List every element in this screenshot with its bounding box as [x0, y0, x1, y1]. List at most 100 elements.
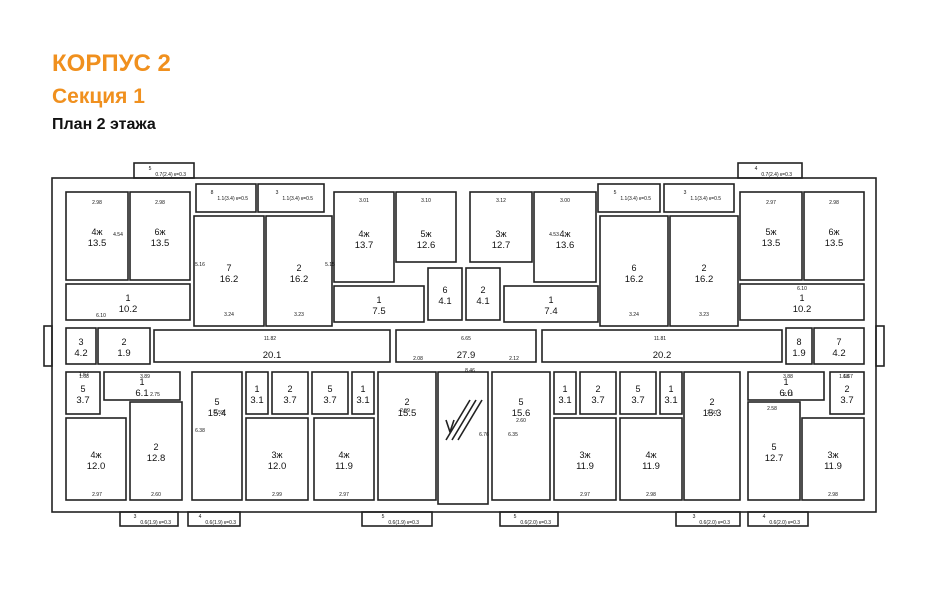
- balcony-coefficient: к=0.3: [718, 520, 730, 526]
- balcony: [747, 511, 809, 527]
- room-outline: [65, 417, 127, 501]
- corridor: [153, 329, 391, 363]
- room-outline: [395, 191, 457, 263]
- dimension-label: 6.10: [797, 286, 807, 292]
- room-outline: [683, 371, 741, 501]
- room-area: 15.3: [703, 408, 722, 419]
- room-number: 1: [783, 377, 788, 387]
- balcony-area: 0.6(1.9): [140, 520, 158, 526]
- dimension-label: 2.60: [707, 410, 717, 416]
- balcony-coefficient: к=0.3: [780, 172, 792, 178]
- room-outline: [599, 215, 669, 327]
- room-outline: [503, 285, 599, 323]
- balcony-number: 3: [276, 190, 279, 196]
- balcony: [737, 162, 803, 179]
- room-outline: [191, 371, 243, 501]
- room-number: 3ж: [495, 229, 506, 239]
- room-area: 6.0: [779, 388, 792, 399]
- balcony-area: 0.6(1.9): [388, 520, 406, 526]
- room-area: 3.7: [631, 395, 644, 406]
- balcony: [133, 162, 195, 179]
- balcony-area: 1.1(3.4): [217, 196, 235, 202]
- balcony-area: 1.1(3.4): [282, 196, 300, 202]
- room-area: 11.9: [335, 461, 353, 472]
- dimension-label: 2.59: [400, 408, 410, 414]
- room-outline: [803, 191, 865, 281]
- room-number: 8: [796, 337, 801, 347]
- balcony-coefficient: к=0.5: [709, 196, 721, 202]
- dimension-label: 6.10: [96, 313, 106, 319]
- dimension-label: 1.68: [79, 374, 89, 380]
- room-number: 1: [254, 384, 259, 394]
- room-area: 6.1: [135, 388, 148, 399]
- room-area: 11.9: [576, 461, 594, 472]
- plan-title: План 2 этажа: [52, 116, 156, 133]
- room-number: 1: [376, 295, 381, 305]
- room-area: 13.5: [825, 238, 844, 249]
- room-number: 1: [360, 384, 365, 394]
- room-outline: [465, 267, 501, 321]
- room-area: 13.6: [556, 240, 575, 251]
- room-outline: [785, 327, 813, 365]
- room-area: 3.1: [664, 395, 677, 406]
- room-number: 5ж: [420, 229, 431, 239]
- room-area: 16.2: [220, 274, 239, 285]
- room-area: 12.7: [492, 240, 511, 251]
- balcony-coefficient: к=0.3: [159, 520, 171, 526]
- room-number: 2: [701, 263, 706, 273]
- dimension-label: 3.23: [294, 312, 304, 318]
- room-area: 4.2: [74, 348, 87, 359]
- dimension-label: 2.60: [516, 418, 526, 424]
- room-outline: [271, 371, 309, 415]
- balcony-coefficient: к=0.5: [236, 196, 248, 202]
- balcony-number: 5: [149, 166, 152, 172]
- dimension-label: 2.98: [92, 200, 102, 206]
- room-outline: [533, 191, 597, 283]
- dimension-label: 5.16: [195, 262, 205, 268]
- room-area: 12.0: [268, 461, 287, 472]
- room-outline: [333, 191, 395, 283]
- room-number: 3ж: [271, 450, 282, 460]
- room-outline: [669, 215, 739, 327]
- balcony-coefficient: к=0.3: [407, 520, 419, 526]
- room-outline: [97, 327, 151, 365]
- room-number: 7: [226, 263, 231, 273]
- balcony-number: 5: [382, 514, 385, 520]
- room-area: 13.5: [762, 238, 781, 249]
- dimension-label: 2.97: [339, 492, 349, 498]
- room-area: 4.1: [438, 296, 451, 307]
- room-number: 2: [709, 397, 714, 407]
- room-outline: [619, 417, 683, 501]
- stairwell: [437, 371, 489, 505]
- dimension-label: 6.38: [195, 428, 205, 434]
- room-area: 15.5: [398, 408, 417, 419]
- room-area: 16.2: [625, 274, 644, 285]
- room-area: 16.2: [695, 274, 714, 285]
- dimension-label: 4.53: [549, 232, 559, 238]
- room-area: 12.7: [765, 453, 784, 464]
- room-area: 20.1: [263, 350, 282, 361]
- room-number: 4ж: [358, 229, 369, 239]
- room-number: 3ж: [579, 450, 590, 460]
- balcony-number: 3: [684, 190, 687, 196]
- dimension-label: 6.76: [479, 432, 489, 438]
- stair-left-bump: [43, 325, 53, 367]
- room-number: 1: [139, 377, 144, 387]
- balcony: [663, 183, 735, 213]
- balcony-number: 4: [199, 514, 202, 520]
- balcony-labels: 50.7(2.4)к=0.381.1(3.4)к=0.531.1(3.4)к=0…: [134, 166, 801, 526]
- room-number: 7: [836, 337, 841, 347]
- dimension-label: 5.15: [325, 262, 335, 268]
- room-outline: [659, 371, 683, 415]
- room-outline: [829, 371, 865, 415]
- room-outline: [129, 191, 191, 281]
- room-number: 2: [595, 384, 600, 394]
- room-area: 11.9: [824, 461, 842, 472]
- room-outline: [801, 417, 865, 501]
- room-area: 15.4: [208, 408, 227, 419]
- balcony: [195, 183, 257, 213]
- balcony: [675, 511, 741, 527]
- room-area: 3.7: [283, 395, 296, 406]
- dimension-label: 6.65: [461, 336, 471, 342]
